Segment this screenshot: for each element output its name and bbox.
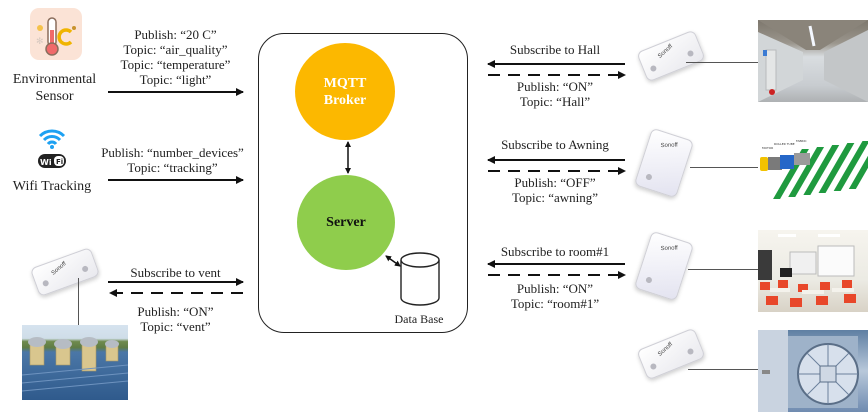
awning-topic-label: Topic: “awning”: [511, 190, 599, 205]
wifi-icon: Wi Fi: [34, 124, 70, 174]
wifi-message-publish: Publish: “number_devices”: [101, 145, 244, 160]
environmental-sensor-label-line2: Sensor: [35, 89, 74, 104]
database-icon[interactable]: [399, 252, 441, 308]
vent-publish-label: Publish: “ON”: [137, 304, 214, 319]
environmental-sensor-label-line1: Environmental: [12, 72, 97, 87]
hall-topic-label: Topic: “Hall”: [519, 94, 591, 109]
environmental-sensor-icon: ✻: [30, 8, 82, 60]
vent-wire: [78, 278, 79, 326]
vent-topic-label: Topic: “vent”: [140, 319, 211, 334]
svg-text:MOTOR: MOTOR: [762, 146, 773, 150]
hall-photo: [758, 20, 868, 102]
awning-subscribe-label: Subscribe to Awning: [501, 137, 609, 152]
wifi-tracking-label: Wifi Tracking: [12, 179, 92, 194]
svg-text:Wi: Wi: [40, 158, 52, 167]
svg-text:✻: ✻: [36, 37, 44, 47]
awning-wire: [690, 167, 758, 168]
broker-label-line1: MQTT: [323, 75, 367, 91]
svg-text:ROLLER TUBE: ROLLER TUBE: [774, 142, 795, 146]
server-node[interactable]: Server: [297, 175, 395, 270]
classroom-photo: [758, 230, 868, 312]
broker-label-line2: Broker: [323, 92, 367, 108]
env-message-publish: Publish: “20 C”: [134, 27, 217, 42]
air-conditioner-photo: [758, 330, 868, 412]
vent-roof-photo: [22, 325, 128, 400]
room-subscribe-label: Subscribe to room#1: [500, 244, 610, 259]
env-message-topic-temperature: Topic: “temperature”: [120, 57, 231, 72]
room-topic-label: Topic: “room#1”: [510, 296, 600, 311]
core-system-container: [258, 33, 468, 333]
hall-subscribe-label: Subscribe to Hall: [509, 42, 601, 57]
room-wire: [688, 269, 758, 270]
hall-publish-label: Publish: “ON”: [516, 79, 594, 94]
svg-text:FABRIC: FABRIC: [796, 139, 807, 143]
env-message-topic-air-quality: Topic: “air_quality”: [123, 42, 228, 57]
awning-publish-label: Publish: “OFF”: [514, 175, 596, 190]
room-publish-label: Publish: “ON”: [516, 281, 594, 296]
wifi-message-topic: Topic: “tracking”: [127, 160, 218, 175]
server-database-arrow: [385, 255, 401, 267]
hall-wire: [686, 62, 758, 63]
ac-wire: [688, 369, 758, 370]
svg-text:Fi: Fi: [56, 158, 63, 166]
vent-subscribe-label: Subscribe to vent: [130, 265, 221, 280]
env-message-topic-light: Topic: “light”: [139, 72, 212, 87]
database-label: Data Base: [394, 312, 444, 326]
server-label: Server: [326, 215, 366, 230]
